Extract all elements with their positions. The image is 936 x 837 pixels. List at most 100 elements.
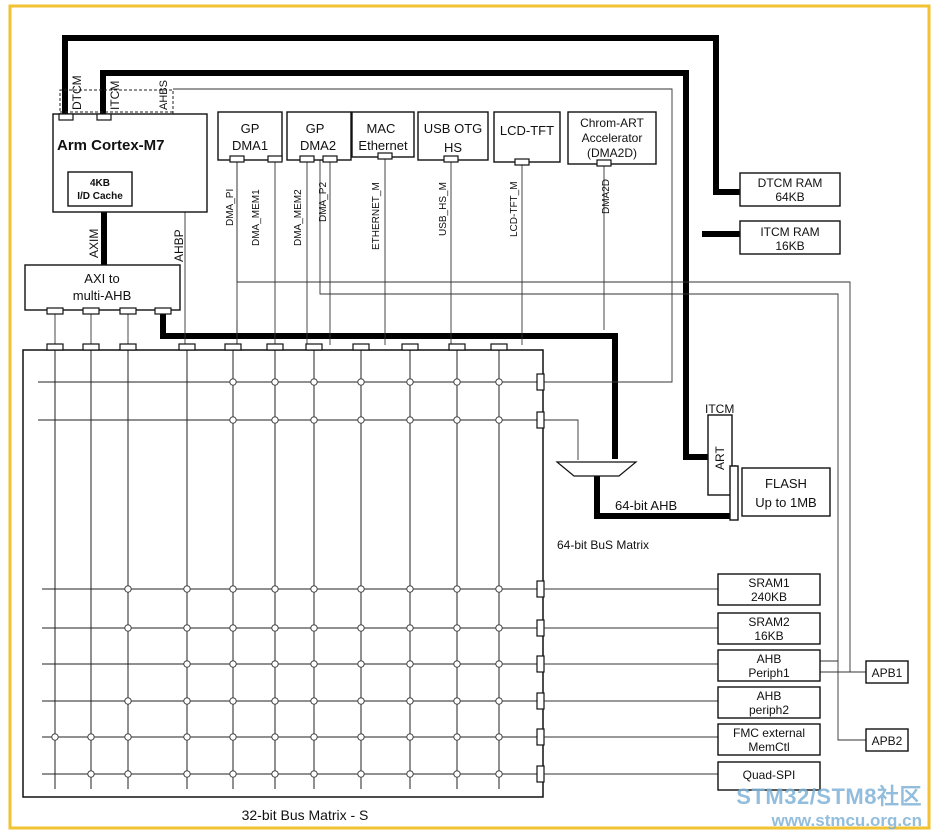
matrix-node [271,770,279,778]
cache-size: 4KB [90,178,110,189]
svg-text:USB OTG: USB OTG [424,121,483,136]
matrix-node [183,770,191,778]
apb1-block: APB1 [865,660,909,684]
matrix-node [229,378,237,386]
matrix-node [453,378,461,386]
svg-text:USB_HS_M: USB_HS_M [438,182,449,236]
matrix-node [406,585,414,593]
svg-text:FLASH: FLASH [765,476,807,491]
matrix-node [183,624,191,632]
master-dma2d: Chrom-ART Accelerator (DMA2D) [567,111,657,167]
matrix-node [124,697,132,705]
dtcm-ram-block: DTCM RAM 64KB [739,172,841,207]
matrix-node [406,697,414,705]
matrix-node [453,585,461,593]
matrix-node [87,733,95,741]
matrix-node [183,733,191,741]
svg-text:16KB: 16KB [754,629,783,643]
matrix-node [453,416,461,424]
slave-connection-lines [544,588,718,775]
matrix-node [406,378,414,386]
slave-ahb-periph2: AHB periph2 [717,686,821,719]
matrix-node [229,624,237,632]
matrix-node [229,416,237,424]
svg-text:Accelerator: Accelerator [582,131,643,145]
apb2-path [319,160,868,741]
master-gpdma2: GP DMA2 [286,111,352,163]
ahb64-label: 64-bit AHB [615,498,677,513]
matrix-node [271,416,279,424]
matrix-node [229,697,237,705]
matrix-node [124,624,132,632]
matrix-master-port [352,343,370,351]
master-drop-lines [236,155,605,345]
svg-text:Quad-SPI: Quad-SPI [743,768,796,782]
svg-text:DMA_PI: DMA_PI [225,189,236,226]
site-watermark: STM32/STM8社区 www.stmcu.org.cn [736,779,922,831]
ahbs-path [173,88,673,383]
matrix-node [310,585,318,593]
matrix-node [495,378,503,386]
svg-text:AHB: AHB [757,652,782,666]
matrix-node [406,660,414,668]
svg-text:(DMA2D): (DMA2D) [587,146,637,160]
axim-label: AXIM [87,229,101,258]
axi-bridge-outputs [46,307,172,345]
svg-text:Chrom-ART: Chrom-ART [580,116,644,130]
dtcm-bus [62,35,740,195]
svg-text:GP: GP [306,121,325,136]
svg-text:DTCM RAM: DTCM RAM [758,176,823,190]
flash-itcm-label: ITCM [705,402,734,416]
itcm-ram-block: ITCM RAM 16KB [739,220,841,255]
matrix-node [183,660,191,668]
matrix-node [406,624,414,632]
matrix64-label: 64-bit BuS Matrix [557,538,649,552]
svg-text:DMA_MEM1: DMA_MEM1 [251,189,262,246]
matrix-node [495,770,503,778]
matrix-node [357,770,365,778]
matrix-node [357,697,365,705]
cache-type: I/D Cache [77,191,123,202]
matrix-slave-port [536,619,545,637]
matrix-slave-port [536,765,545,783]
svg-text:Ethernet: Ethernet [358,138,408,153]
matrix-node [310,697,318,705]
core-title: Arm Cortex-M7 [57,137,165,154]
bus-matrix-32 [22,349,544,798]
svg-text:APB1: APB1 [872,666,903,680]
matrix-master-port [178,343,196,351]
ahbp-label: AHBP [172,229,186,262]
svg-text:DMA_MEM2: DMA_MEM2 [293,189,304,246]
axi-bridge-line2: multi-AHB [73,288,132,303]
matrix-node [357,416,365,424]
bus-matrix-grid [38,343,545,789]
matrix-master-port [266,343,284,351]
svg-text:MAC: MAC [367,121,396,136]
dtcm-label: DTCM [70,75,84,110]
matrix-node [495,660,503,668]
matrix-node [310,378,318,386]
matrix-master-port [224,343,242,351]
cache-block [67,171,133,207]
matrix-node [229,585,237,593]
matrix-slave-port [536,411,545,429]
frame-border [8,4,931,830]
slave-fmc: FMC external MemCtl [717,723,821,756]
matrix-node [453,770,461,778]
slave-quad-spi: Quad-SPI [717,761,821,791]
matrix-node [229,733,237,741]
svg-text:DMA2D: DMA2D [601,179,612,214]
matrix-node [495,697,503,705]
matrix-node [271,585,279,593]
svg-text:64KB: 64KB [775,190,804,204]
matrix-node [406,733,414,741]
matrix-node [357,585,365,593]
axi-64bit-bus [160,314,618,459]
matrix-node [357,733,365,741]
svg-text:MemCtl: MemCtl [748,740,789,754]
matrix32-label: 32-bit Bus Matrix - S [242,807,369,823]
svg-text:Periph1: Periph1 [748,666,790,680]
svg-text:GP: GP [241,121,260,136]
matrix-node [453,624,461,632]
